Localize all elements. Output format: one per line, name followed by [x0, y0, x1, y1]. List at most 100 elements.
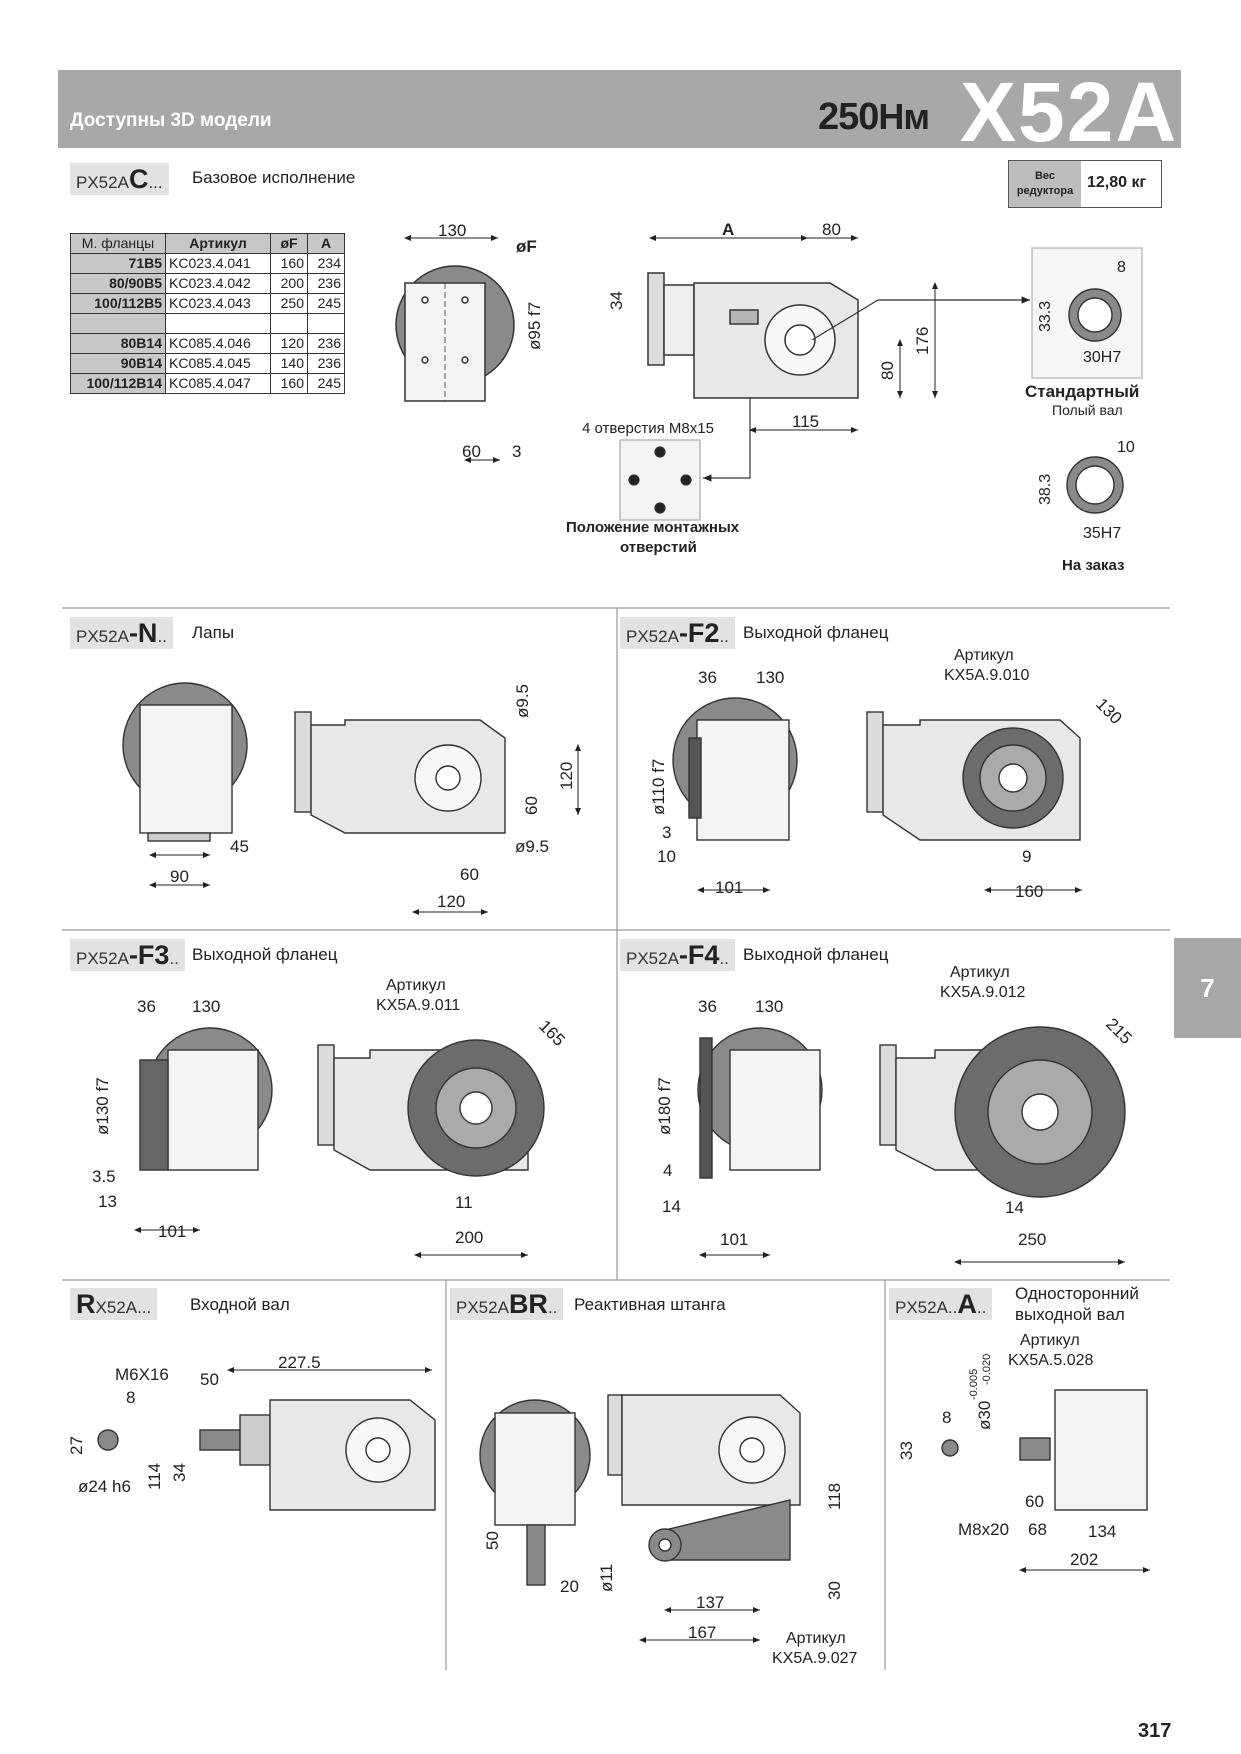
- section-c-tag: PX52AC...: [70, 163, 169, 195]
- r-side-view: [97, 1399, 436, 1511]
- dim-f2-101: 101: [715, 878, 743, 897]
- f2-art-label: Артикул: [954, 647, 1014, 664]
- dim-c-60: 60: [462, 442, 481, 461]
- dim-br-118: 118: [825, 1483, 844, 1510]
- dim-f2-36: 36: [698, 668, 717, 687]
- dim-r-2275: 227.5: [278, 1353, 321, 1372]
- section-f2-tag: PX52A-F2..: [620, 617, 735, 649]
- dim-f4-215: 215: [1102, 1014, 1135, 1047]
- dim-hs-30h7: 30H7: [1083, 349, 1121, 366]
- dim-f3-130: 130: [192, 997, 220, 1016]
- n-end-view: [122, 682, 248, 842]
- f3-art: KX5A.9.011: [376, 997, 460, 1014]
- f4-art: KX5A.9.012: [940, 984, 1026, 1001]
- dim-f2-110: ø110 f7: [649, 759, 668, 815]
- f2-side-view: [866, 711, 1081, 841]
- dim-f3-11: 11: [455, 1193, 473, 1212]
- flange-table-header: М. фланцы Артикул øF A: [70, 233, 345, 254]
- dim-c-95: ø95 f7: [525, 302, 544, 350]
- dim-r-50: 50: [200, 1370, 219, 1389]
- dim-f2-3: 3: [662, 823, 671, 842]
- dim-r-27: 27: [67, 1436, 86, 1455]
- dim-f3-200: 200: [455, 1228, 483, 1247]
- dim-f2-130diag: 130: [1092, 694, 1125, 727]
- dim-r-34: 34: [170, 1463, 189, 1482]
- dim-f2-9: 9: [1022, 847, 1031, 866]
- holes-note: 4 отверстия M8x15: [582, 420, 714, 437]
- dim-f4-14b: 14: [1005, 1198, 1024, 1217]
- f4-art-label: Артикул: [950, 964, 1010, 981]
- dim-f4-130: 130: [755, 997, 783, 1016]
- dim-r-8: 8: [126, 1388, 135, 1407]
- f2-art: KX5A.9.010: [944, 667, 1030, 684]
- dim-c-176: 176: [913, 327, 932, 355]
- dim-f4-250: 250: [1018, 1230, 1046, 1249]
- dim-n-120h: 120: [437, 892, 465, 911]
- dim-c-115: 115: [792, 412, 819, 431]
- dim-a-68: 68: [1028, 1520, 1047, 1539]
- br-art-label: Артикул: [786, 1630, 846, 1647]
- dim-n-95b: ø9.5: [515, 837, 549, 856]
- header-subtitle: Доступны 3D модели: [70, 110, 272, 131]
- dim-c-3: 3: [512, 442, 521, 461]
- section-n-caption: Лапы: [192, 623, 235, 642]
- dim-c-A: A: [722, 220, 734, 239]
- weight-value: 12,80 кг: [1087, 174, 1147, 191]
- dim-n-90: 90: [170, 867, 189, 886]
- section-r-caption: Входной вал: [190, 1295, 290, 1314]
- dim-hs-8: 8: [1117, 259, 1126, 276]
- section-br-tag: PX52ABR..: [450, 1288, 564, 1320]
- dim-r-m6: M6X16: [115, 1365, 169, 1384]
- section-f3-tag: PX52A-F3..: [70, 939, 185, 971]
- section-f3-caption: Выходной фланец: [192, 945, 338, 964]
- mount-caption-1: Положение монтажных: [566, 519, 740, 536]
- dim-n-45: 45: [230, 837, 249, 856]
- dim-hs-333: 33.3: [1037, 301, 1054, 332]
- dim-n-95a: ø9.5: [513, 684, 532, 718]
- f2-end-view: [672, 697, 798, 841]
- section-br-caption: Реактивная штанга: [574, 1295, 726, 1314]
- dim-br-167: 167: [688, 1623, 716, 1642]
- dim-a-tol-up: -0.005: [968, 1369, 980, 1400]
- hs-order-label: На заказ: [1062, 557, 1124, 574]
- dim-a-m8: M8x20: [958, 1520, 1009, 1539]
- dimension-labels: 130 øF ø95 f7 60 3 A 80 34 176 80 115 4 …: [67, 220, 1139, 1667]
- section-n-tag: PX52A-N..: [70, 617, 173, 649]
- dim-hs-10: 10: [1117, 439, 1135, 456]
- dim-c-80: 80: [878, 361, 897, 380]
- section-c-caption: Базовое исполнение: [192, 168, 356, 187]
- a-views: [941, 1389, 1148, 1511]
- section-a-tag: PX52A..A..: [889, 1288, 993, 1320]
- dim-f3-165: 165: [535, 1016, 568, 1049]
- dim-c-130: 130: [438, 221, 466, 240]
- dim-a-134: 134: [1088, 1522, 1116, 1541]
- dim-f3-130f: ø130 f7: [93, 1077, 112, 1135]
- dim-f2-160: 160: [1015, 882, 1043, 901]
- page-number: 317: [1138, 1720, 1172, 1742]
- br-art: KX5A.9.027: [772, 1650, 858, 1667]
- dim-n-120v: 120: [557, 762, 576, 790]
- dim-r-114: 114: [145, 1463, 164, 1490]
- dim-br-30: 30: [825, 1581, 844, 1600]
- c-side-view: [647, 272, 859, 399]
- dim-f2-10: 10: [657, 847, 676, 866]
- dim-a-33: 33: [897, 1441, 916, 1460]
- dim-f3-36: 36: [137, 997, 156, 1016]
- header-torque: 250Нм: [818, 96, 930, 138]
- dim-f4-180: ø180 f7: [655, 1077, 674, 1135]
- dim-n-60h: 60: [460, 865, 479, 884]
- f3-end-view: [139, 1027, 273, 1171]
- f4-end-view: [697, 1027, 823, 1179]
- c-end-view: [395, 265, 515, 402]
- dim-f4-14: 14: [662, 1197, 681, 1216]
- dim-a-8: 8: [942, 1408, 951, 1427]
- f3-side-view: [317, 1039, 545, 1177]
